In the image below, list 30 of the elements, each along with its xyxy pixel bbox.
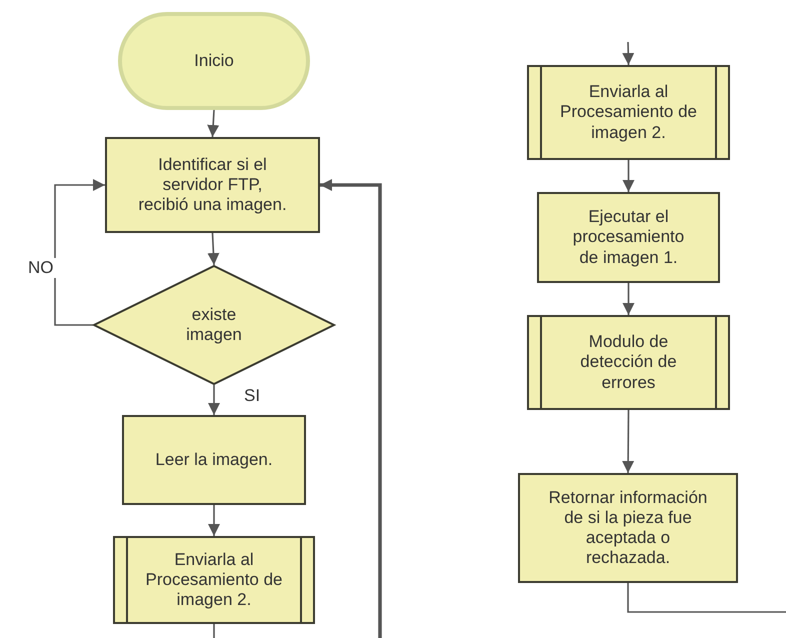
process-box: [122, 415, 306, 505]
arrow: [622, 410, 634, 473]
node-label: Ejecutar el procesamiento de imagen 1.: [572, 207, 686, 268]
process-box: [537, 192, 720, 283]
arrow: [622, 42, 634, 66]
arrow: [207, 232, 220, 266]
node-label: Enviarla al Procesamiento de imagen 2.: [144, 550, 284, 610]
node-label: Leer la imagen.: [155, 450, 273, 470]
node-label: Inicio: [194, 50, 234, 72]
node-label: Identificar si el servidor FTP, recibió una imagen.: [137, 154, 288, 216]
edge-label: NO: [26, 258, 56, 278]
node-label: Modulo de detección de errores: [579, 332, 678, 393]
node-label: Retornar información de si la pieza fue aceptada o rechazada.: [548, 488, 708, 568]
node-label: Enviarla al Procesamiento de imagen 2.: [558, 82, 698, 143]
subroutine-box: [527, 65, 730, 160]
process-box: [105, 137, 320, 233]
subroutine-box: [113, 536, 315, 624]
connector-line: [213, 624, 215, 638]
subroutine-box: [527, 315, 730, 410]
connector-line: [627, 583, 786, 613]
arrow: [207, 110, 220, 138]
arrow: [208, 505, 220, 536]
process-box: [518, 473, 738, 583]
arrow: [622, 160, 634, 192]
arrow: [622, 283, 634, 315]
decision-diamond: [93, 265, 335, 385]
node-label: existe imagen: [185, 304, 243, 346]
arrow: [320, 179, 382, 638]
arrow: [54, 179, 105, 326]
arrow: [208, 385, 220, 415]
